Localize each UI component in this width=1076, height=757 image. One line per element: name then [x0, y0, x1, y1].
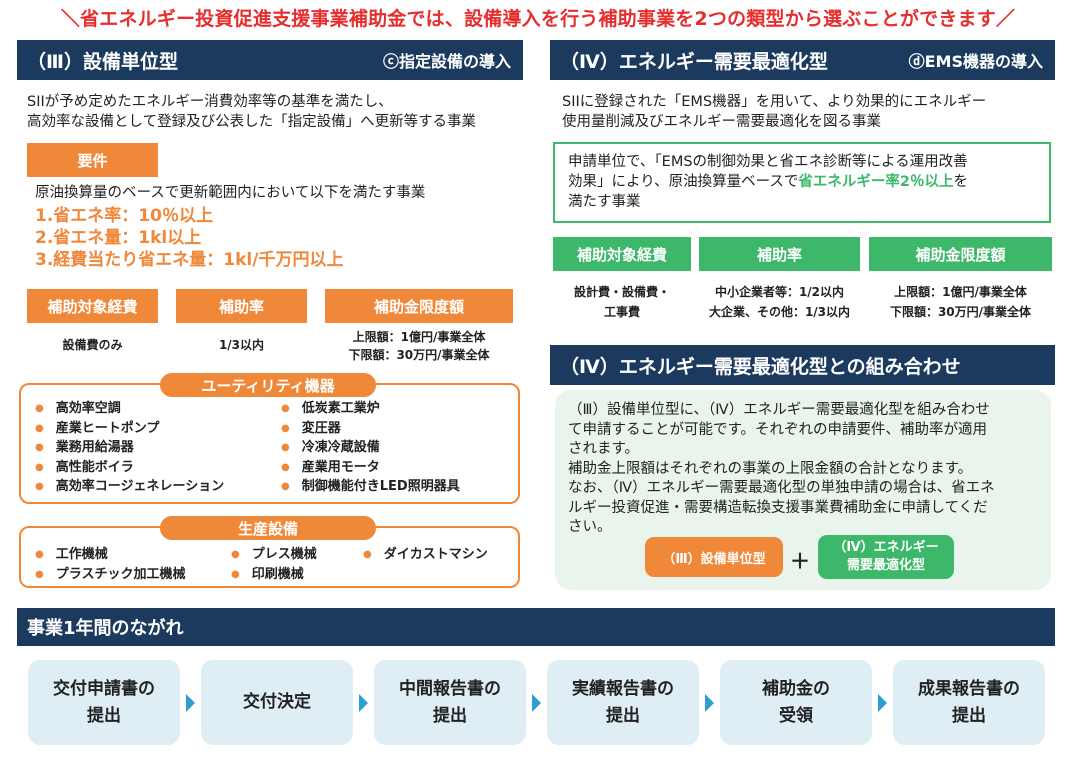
right-costs-value: 設計費・設備費・ 工事費 — [573, 285, 670, 319]
combo-text: （Ⅲ）設備単位型に、（Ⅳ）エネルギー需要最適化型を組み合わせ て申請することが可… — [568, 402, 995, 535]
left-costs-value: 設備費のみ — [62, 338, 123, 352]
left-section-header: （Ⅲ）設備単位型 ⓒ指定設備の導入 — [17, 40, 523, 80]
left-tag-limit: 補助金限度額 — [325, 289, 513, 323]
requirements-intro: 原油換算量のベースで更新範囲内において以下を満たす事業 — [35, 185, 426, 201]
left-section-subtitle: ⓒ指定設備の導入 — [382, 52, 511, 71]
requirement-item: 2.省エネ量：1kl以上 — [35, 228, 202, 248]
right-section-header: （Ⅳ）エネルギー需要最適化型 ⓓEMS機器の導入 — [550, 40, 1055, 80]
left-tag-rate: 補助率 — [176, 289, 307, 323]
flow-step-1: 交付申請書の提出 — [28, 660, 180, 745]
list-item: 高性能ボイラ — [35, 458, 224, 478]
flow-step-3: 中間報告書の提出 — [374, 660, 526, 745]
production-list-col3: ダイカストマシン — [363, 545, 488, 565]
list-item: 業務用給湯器 — [35, 438, 224, 458]
list-item: 制御機能付きLED照明器具 — [281, 477, 460, 497]
list-item: 工作機械 — [35, 545, 185, 565]
utility-equipment-title: ユーティリティ機器 — [160, 373, 376, 397]
combo-type4-badge: （Ⅳ）エネルギー 需要最適化型 — [818, 535, 954, 579]
flow-step-6: 成果報告書の提出 — [893, 660, 1045, 745]
top-headline: ＼省エネルギー投資促進支援事業補助金では、設備導入を行う補助事業を2つの類型から… — [60, 8, 1016, 30]
ems-requirement-box: 申請単位で、「EMSの制御効果と省エネ診断等による運用改善 効果」により、原油換… — [553, 142, 1051, 223]
list-item: 産業用モータ — [281, 458, 460, 478]
left-rate-value: 1/3以内 — [218, 338, 265, 352]
left-section-title: （Ⅲ）設備単位型 — [27, 50, 178, 73]
requirement-item: 3.経費当たり省エネ量：1kl/千万円以上 — [35, 250, 344, 270]
combo-type3-badge: （Ⅲ）設備単位型 — [645, 537, 783, 577]
requirements-tag: 要件 — [27, 143, 158, 177]
combo-box — [555, 390, 1051, 590]
flow-section-title: 事業1年間のながれ — [27, 618, 184, 639]
plus-icon: ＋ — [790, 549, 810, 573]
list-item: 産業ヒートポンプ — [35, 419, 224, 439]
list-item: 印刷機械 — [231, 565, 317, 585]
arrow-right-icon — [532, 694, 541, 712]
flow-section-header: 事業1年間のながれ — [17, 608, 1055, 646]
list-item: ダイカストマシン — [363, 545, 488, 565]
right-section-subtitle: ⓓEMS機器の導入 — [908, 52, 1043, 71]
highlight-rate: 省エネルギー率2％以上 — [798, 174, 954, 190]
flow-step-5: 補助金の受領 — [720, 660, 872, 745]
list-item: プラスチック加工機械 — [35, 565, 186, 585]
list-item: 冷凍冷蔵設備 — [281, 438, 460, 458]
left-tag-costs: 補助対象経費 — [27, 289, 158, 323]
production-list-col1: 工作機械 プラスチック加工機械 — [35, 545, 186, 585]
right-description: SIIに登録された「EMS機器」を用いて、より効果的にエネルギー 使用量削減及び… — [562, 94, 987, 130]
arrow-right-icon — [186, 694, 195, 712]
production-list-col2: プレス機械 印刷機械 — [231, 545, 317, 584]
arrow-right-icon — [878, 694, 887, 712]
arrow-right-icon — [705, 694, 714, 712]
combo-section-header: （Ⅳ）エネルギー需要最適化型との組み合わせ — [550, 345, 1055, 385]
list-item: 高効率コージェネレーション — [35, 477, 224, 497]
requirements-list: 1.省エネ率：10％以上 2.省エネ量：1kl以上 3.経費当たり省エネ量：1k… — [35, 205, 343, 271]
right-tag-rate: 補助率 — [699, 237, 860, 271]
flow-step-2: 交付決定 — [201, 660, 353, 745]
left-description: SIIが予め定めたエネルギー消費効率等の基準を満たし、 高効率な設備として登録及… — [27, 94, 477, 130]
right-section-title: （Ⅳ）エネルギー需要最適化型 — [560, 50, 828, 73]
requirement-item: 1.省エネ率：10％以上 — [35, 206, 213, 226]
arrow-right-icon — [359, 694, 368, 712]
left-limit-value: 上限額：1億円/事業全体 下限額：30万円/事業全体 — [348, 330, 490, 362]
list-item: 高効率空調 — [35, 399, 224, 419]
right-rate-value: 中小企業者等：1/2以内 大企業、その他：1/3以内 — [708, 285, 851, 319]
combo-section-title: （Ⅳ）エネルギー需要最適化型との組み合わせ — [560, 355, 961, 378]
right-tag-limit: 補助金限度額 — [869, 237, 1052, 271]
utility-list-col1: 高効率空調 産業ヒートポンプ 業務用給湯器 高性能ボイラ 高効率コージェネレーシ… — [35, 399, 224, 497]
production-equipment-title: 生産設備 — [160, 516, 376, 540]
right-limit-value: 上限額：1億円/事業全体 下限額：30万円/事業全体 — [889, 285, 1032, 319]
right-tag-costs: 補助対象経費 — [553, 237, 691, 271]
list-item: 低炭素工業炉 — [281, 399, 460, 419]
list-item: 変圧器 — [281, 419, 460, 439]
list-item: プレス機械 — [231, 545, 317, 565]
utility-list-col2: 低炭素工業炉 変圧器 冷凍冷蔵設備 産業用モータ 制御機能付きLED照明器具 — [281, 399, 460, 497]
flow-step-4: 実績報告書の提出 — [547, 660, 699, 745]
